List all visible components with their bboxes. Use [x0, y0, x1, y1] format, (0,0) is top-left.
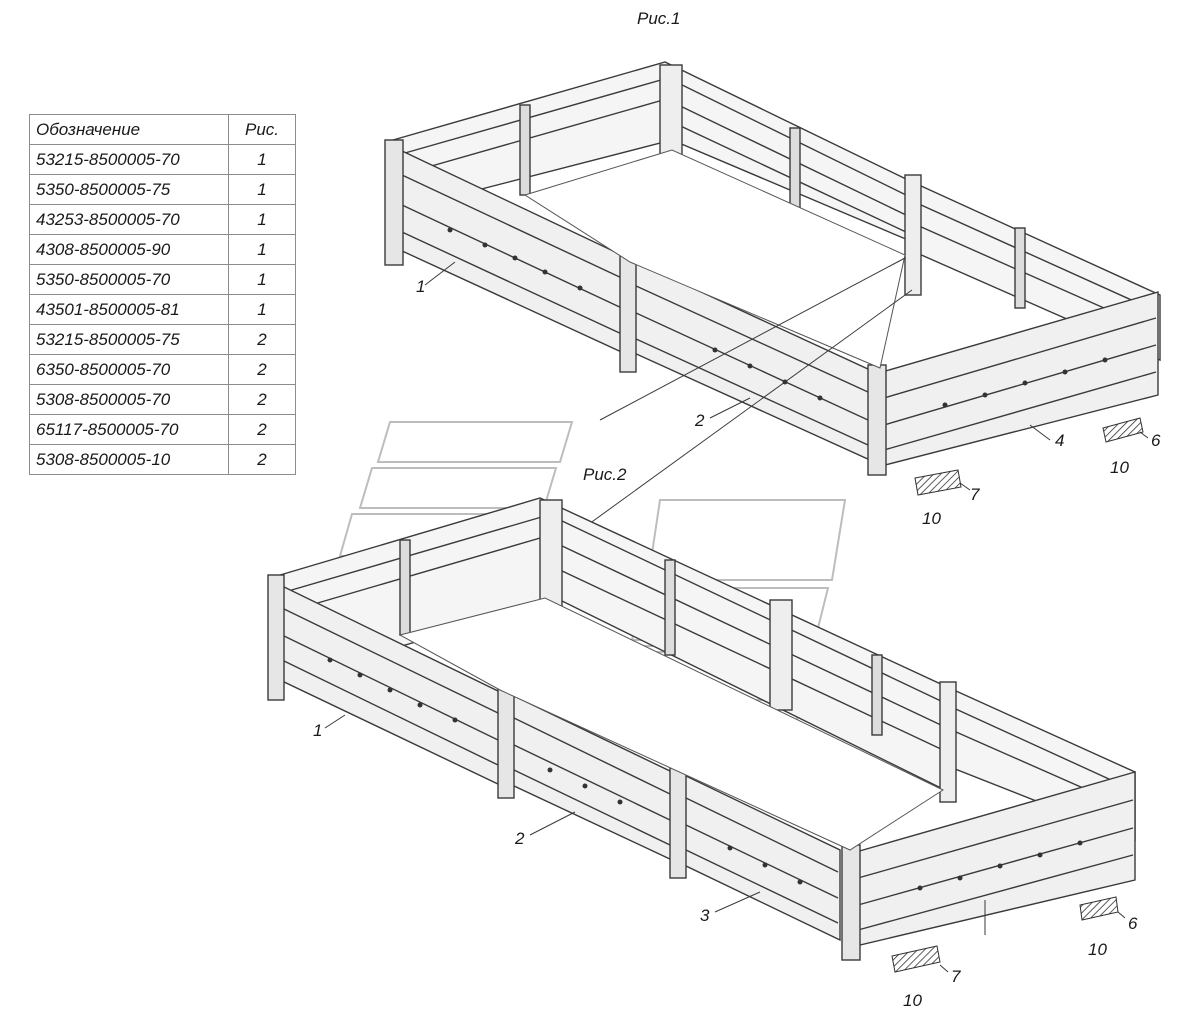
callout-3: 3: [700, 906, 710, 925]
table-header-row: Обозначение Рис.: [29, 114, 296, 145]
fitting-7: [914, 469, 962, 496]
figure-2-drawing: [267, 497, 1136, 973]
figure-cell: 1: [228, 234, 296, 265]
figure-cell: 1: [228, 294, 296, 325]
callout-1: 1: [313, 721, 323, 740]
callout-2: 2: [695, 411, 705, 430]
figure-cell: 2: [228, 354, 296, 385]
callout-7: 7: [970, 485, 980, 504]
callout-10: 10: [922, 509, 941, 528]
fitting-6: [1102, 417, 1144, 443]
designation-cell: 43253-8500005-70: [29, 204, 229, 235]
designation-cell: 4308-8500005-90: [29, 234, 229, 265]
designation-cell: 5308-8500005-10: [29, 444, 229, 475]
designation-cell: 5308-8500005-70: [29, 384, 229, 415]
designation-cell: 6350-8500005-70: [29, 354, 229, 385]
callout-10: 10: [903, 991, 922, 1010]
designation-cell: 5350-8500005-70: [29, 264, 229, 295]
designation-cell: 43501-8500005-81: [29, 294, 229, 325]
figure-1-drawing: [384, 61, 1161, 546]
figure-cell: 2: [228, 324, 296, 355]
callout-2: 2: [515, 829, 525, 848]
callout-7: 7: [951, 967, 961, 986]
figure-1-title: Рис.1: [637, 9, 681, 28]
designation-cell: 53215-8500005-70: [29, 144, 229, 175]
designation-cell: 65117-8500005-70: [29, 414, 229, 445]
figure-cell: 2: [228, 444, 296, 475]
figure-cell: 1: [228, 174, 296, 205]
callout-6: 6: [1151, 431, 1161, 450]
figure-cell: 2: [228, 414, 296, 445]
header-designation: Обозначение: [29, 114, 229, 145]
callout-6: 6: [1128, 914, 1138, 933]
figure-cell: 2: [228, 384, 296, 415]
fitting-6: [1079, 896, 1119, 921]
callout-10: 10: [1088, 940, 1107, 959]
designation-cell: 53215-8500005-75: [29, 324, 229, 355]
figure-2-title: Рис.2: [583, 465, 627, 484]
designation-cell: 5350-8500005-75: [29, 174, 229, 205]
fitting-7: [891, 945, 941, 973]
callout-4: 4: [1055, 431, 1065, 450]
figure-cell: 1: [228, 144, 296, 175]
figure-cell: 1: [228, 204, 296, 235]
callout-1: 1: [416, 277, 426, 296]
callout-10: 10: [1110, 458, 1129, 477]
